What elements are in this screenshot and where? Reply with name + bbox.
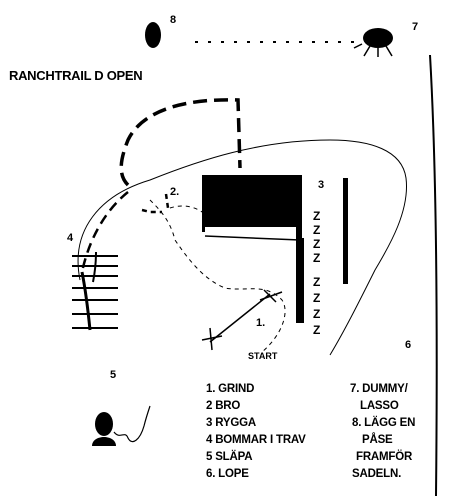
dashed-link-bridge xyxy=(141,193,170,214)
zigzag-mark: Z xyxy=(313,307,321,321)
zigzag-mark: Z xyxy=(313,209,321,223)
legend-item-pase: PÅSE xyxy=(362,434,393,446)
drag-obstacle-5 xyxy=(92,405,151,446)
obstacle-number-6: 6 xyxy=(405,339,412,351)
legend-item-lagg-en: 8. LÄGG EN xyxy=(352,417,416,429)
dashed-route-inner-2 xyxy=(169,205,206,215)
zigzag-mark: Z xyxy=(313,291,321,305)
zigzag-mark: Z xyxy=(313,223,321,237)
legend-item-framfor: FRAMFÖR xyxy=(356,451,413,463)
start-label: START xyxy=(248,351,278,361)
poles-obstacle-4 xyxy=(72,251,118,331)
zigzag-mark: Z xyxy=(313,323,321,337)
zigzag-mark: Z xyxy=(313,251,321,265)
legend-item-lasso: LASSO xyxy=(360,400,399,412)
dashed-route-inner xyxy=(149,199,286,353)
legend-item-bommar: 4 BOMMAR I TRAV xyxy=(206,434,306,446)
obstacle-number-3: 3 xyxy=(318,179,325,191)
dashed-route-left xyxy=(80,191,129,273)
dummy-obstacle-7 xyxy=(353,28,393,57)
legend-item-rygga: 3 RYGGA xyxy=(206,417,256,429)
zigzag-mark: Z xyxy=(313,275,321,289)
backup-obstacle-3 xyxy=(202,175,304,323)
arena-outline xyxy=(77,139,408,356)
saddle-obstacle-8 xyxy=(145,22,161,48)
course-title: RANCHTRAIL D OPEN xyxy=(9,68,143,83)
obstacle-number-2: 2. xyxy=(170,186,180,198)
obstacle-number-7: 7 xyxy=(412,21,419,33)
obstacle-number-8: 8 xyxy=(170,14,177,26)
rail-bar-3 xyxy=(343,178,348,284)
arena-border-right xyxy=(429,54,438,497)
legend-item-sadeln: SADELN. xyxy=(352,468,402,480)
legend-item-lope: 6. LOPE xyxy=(206,468,249,480)
legend-item-grind: 1. GRIND xyxy=(206,383,255,395)
obstacle-number-5: 5 xyxy=(110,369,117,381)
gate-obstacle-1 xyxy=(201,289,283,351)
zigzag-mark: Z xyxy=(313,237,321,251)
obstacle-number-1: 1. xyxy=(256,317,266,329)
legend-item-bro: 2 BRO xyxy=(206,400,241,412)
obstacle-number-4: 4 xyxy=(67,232,74,244)
legend-item-slapa: 5 SLÄPA xyxy=(206,451,253,463)
dashed-route-upper xyxy=(119,98,242,187)
legend-item-dummy: 7. DUMMY/ xyxy=(350,383,408,395)
